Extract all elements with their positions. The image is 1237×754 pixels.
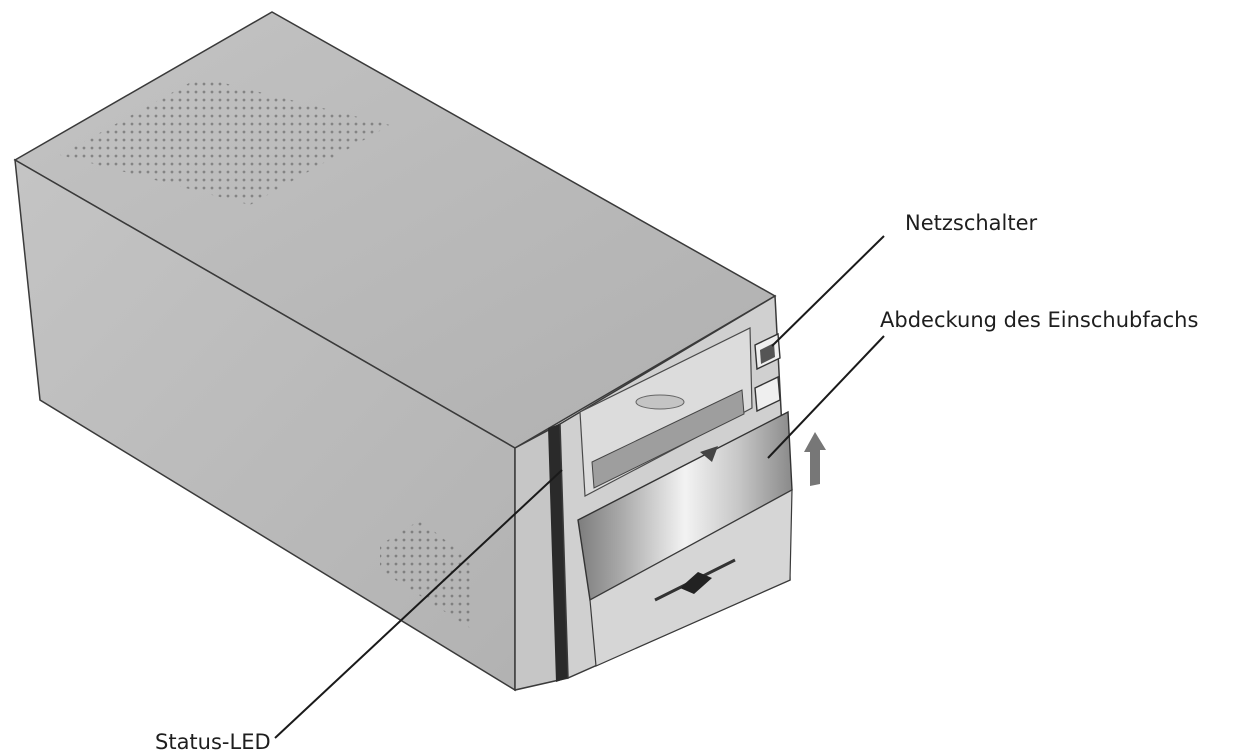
brand-logo (635, 394, 685, 410)
leader-line-power (771, 235, 885, 347)
leader-line-cover (767, 335, 885, 459)
leader-line-led (274, 469, 563, 739)
film-slot (591, 389, 745, 489)
label-bay-cover: Abdeckung des Einschubfachs (880, 308, 1199, 332)
eject-button-icon (754, 375, 781, 413)
arrow-up-icon (804, 432, 826, 486)
model-emblem (654, 558, 736, 602)
label-power-switch: Netzschalter (905, 211, 1038, 235)
top-vent-grid (60, 77, 390, 205)
power-button-icon (754, 332, 781, 371)
label-status-led: Status-LED (155, 730, 271, 754)
front-lower-lip (589, 488, 793, 667)
bay-cover-notch (700, 446, 718, 462)
status-led-slot (548, 424, 568, 682)
side-vent-grid (380, 520, 470, 628)
